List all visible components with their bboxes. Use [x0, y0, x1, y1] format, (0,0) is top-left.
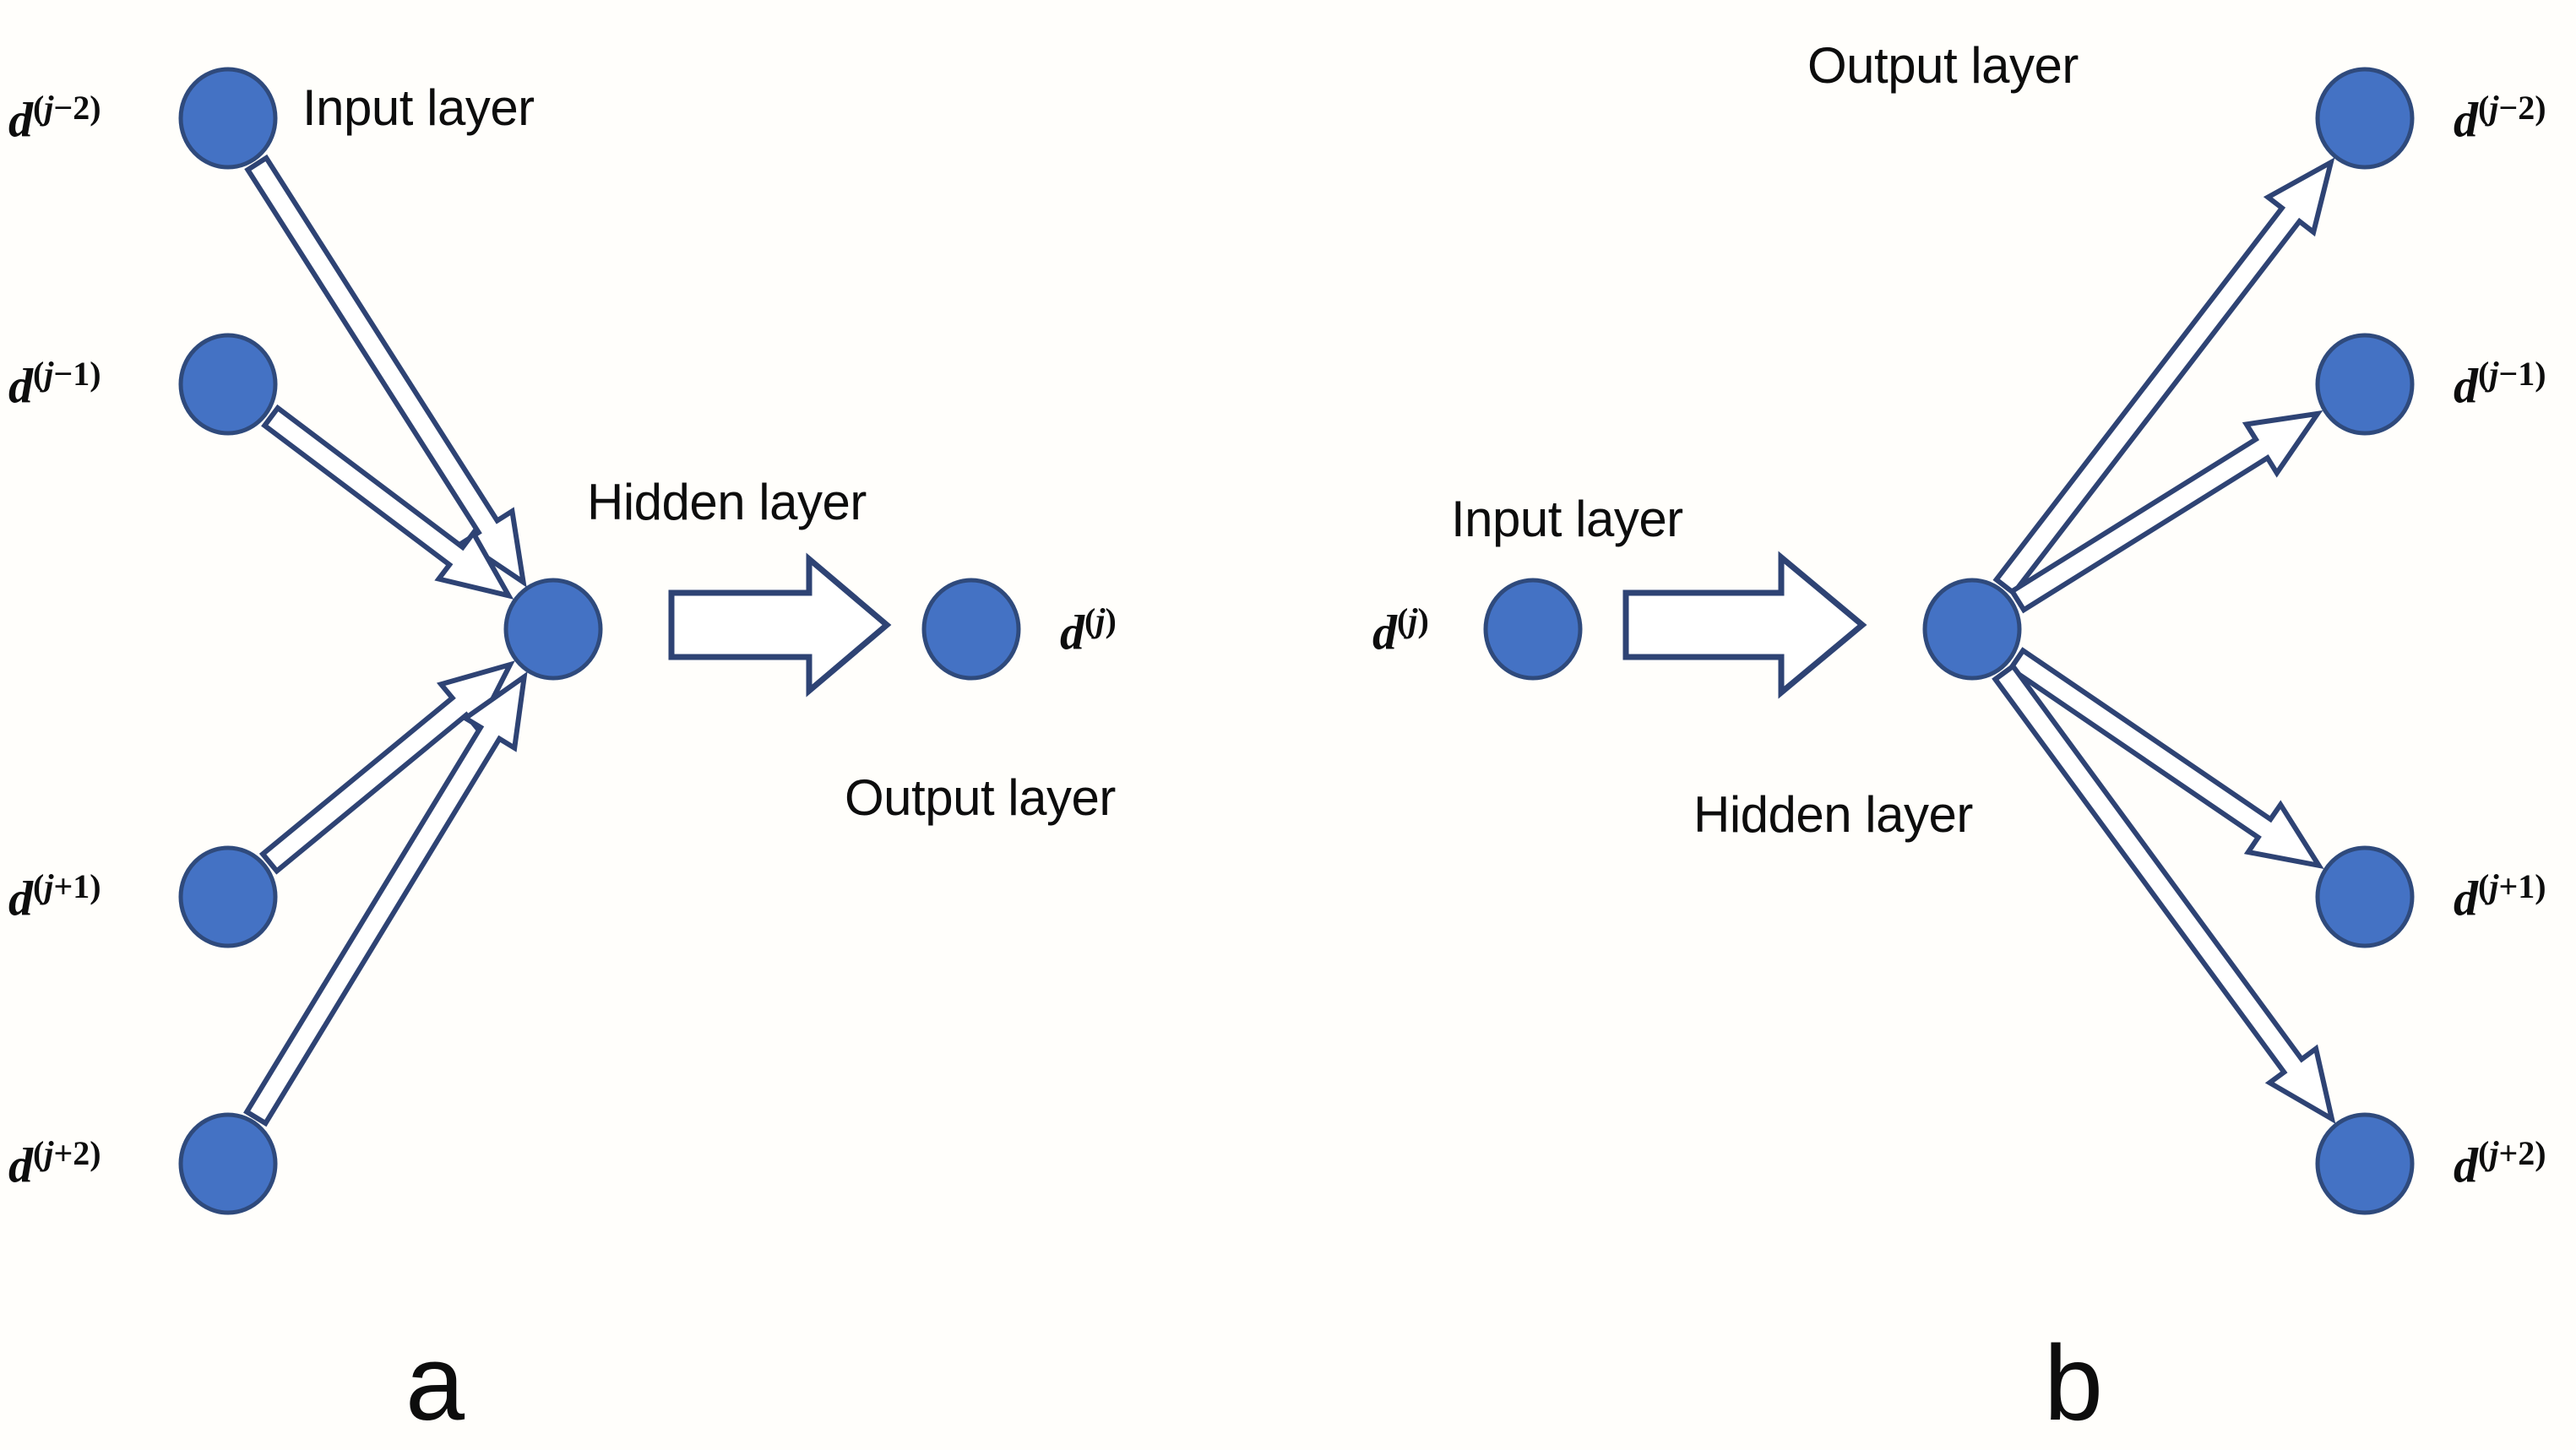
output-layer-label: Output layer: [845, 769, 1116, 826]
edge-input-j-minus-1-to-hidden: [261, 404, 514, 600]
input-layer-label: Input layer: [302, 79, 535, 136]
output-node-j-label: d(j): [1060, 601, 1117, 660]
output-node-j-plus-1-label: d(j+1): [2454, 867, 2546, 926]
output-node-j-minus-1: [2315, 333, 2415, 436]
output-node-j: [921, 578, 1021, 681]
input-node-j-plus-2-label: d(j+2): [8, 1134, 101, 1193]
panel-letter-a: a: [405, 1323, 465, 1442]
input-node-j: [1483, 578, 1583, 681]
input-node-j-minus-1-label: d(j−1): [8, 355, 101, 414]
input-node-j-plus-2: [178, 1112, 278, 1215]
input-node-j-minus-2-label: d(j−2): [8, 89, 101, 148]
output-node-j-minus-2-label: d(j−2): [2454, 89, 2546, 148]
hidden-layer-label: Hidden layer: [587, 474, 867, 530]
output-node-j-plus-2: [2315, 1112, 2415, 1215]
edge-input-j-plus-2-to-hidden: [243, 671, 528, 1127]
output-layer-label: Output layer: [1807, 37, 2079, 94]
input-node-j-minus-2: [178, 67, 278, 170]
input-node-j-minus-1: [178, 333, 278, 436]
edge-hidden-to-output-j-plus-2: [1992, 662, 2336, 1124]
edge-hidden-to-output-j-minus-2: [1992, 157, 2335, 597]
output-node-j-minus-1-label: d(j−1): [2454, 355, 2546, 414]
panel-letter-b: b: [2044, 1323, 2104, 1442]
output-node-j-plus-1: [2315, 845, 2415, 948]
input-layer-label: Input layer: [1451, 491, 1683, 547]
hidden-node-b: [1922, 578, 2022, 681]
hidden-layer-label: Hidden layer: [1693, 786, 1973, 843]
edge-hidden-to-output-j-minus-1: [2008, 410, 2323, 614]
input-node-j-plus-1: [178, 845, 278, 948]
output-node-j-plus-2-label: d(j+2): [2454, 1134, 2546, 1193]
block-arrow-input-to-hidden: [1622, 551, 1867, 699]
block-arrow-hidden-to-output: [668, 552, 892, 698]
output-node-j-minus-2: [2315, 67, 2415, 170]
input-node-j-plus-1-label: d(j+1): [8, 867, 101, 926]
hidden-node-a: [503, 578, 603, 681]
input-node-j-label: d(j): [1372, 601, 1429, 660]
edge-hidden-to-output-j-plus-1: [2007, 647, 2324, 870]
